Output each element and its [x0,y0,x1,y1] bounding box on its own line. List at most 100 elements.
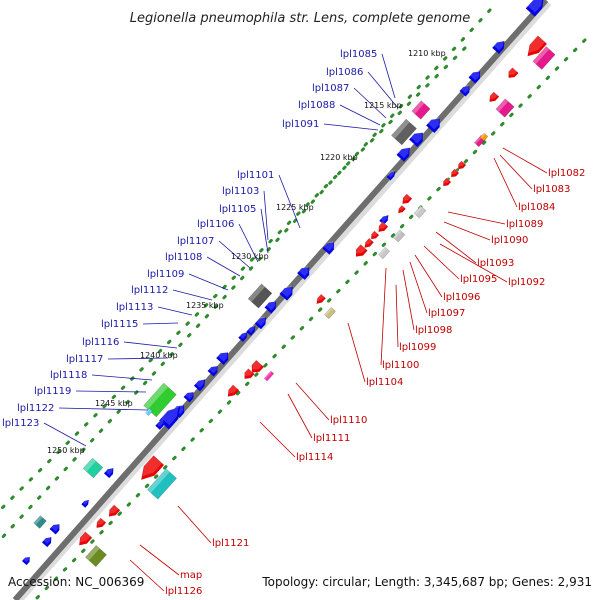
plus-strand-gene[interactable] [158,402,185,430]
gene-label-lpl1126[interactable]: lpl1126 [165,586,202,597]
gene-rna[interactable] [147,468,177,500]
gene-misc[interactable] [479,132,489,142]
gene-label-lpl1114[interactable]: lpl1114 [296,452,333,463]
plus-strand-gene[interactable] [459,82,473,97]
plus-strand-gene[interactable] [379,212,391,226]
plus-strand-gene[interactable] [296,263,313,281]
gene-rna[interactable] [411,100,431,120]
gene-label-lpl1105[interactable]: lpl1105 [219,204,256,215]
plus-strand-gene[interactable] [81,497,92,508]
plus-strand-gene[interactable] [468,68,484,84]
minus-strand-gene[interactable] [448,167,460,179]
plus-strand-gene[interactable] [155,417,167,431]
gene-label-lpl1106[interactable]: lpl1106 [197,219,234,230]
gene-label-lpl1111[interactable]: lpl1111 [313,433,350,444]
gene-label-lpl1122[interactable]: lpl1122 [17,403,54,414]
gene-label-lpl1084[interactable]: lpl1084 [518,202,555,213]
plus-strand-gene[interactable] [21,554,32,566]
gene-label-lpl1103[interactable]: lpl1103 [222,186,259,197]
plus-strand-gene[interactable] [41,534,54,548]
gene-misc[interactable] [145,408,153,416]
gene-label-lpl1112[interactable]: lpl1112 [131,285,168,296]
minus-strand-gene[interactable] [362,237,374,250]
gene-label-lpl1096[interactable]: lpl1096 [443,292,480,303]
gene-label-lpl1091[interactable]: lpl1091 [282,119,319,130]
gene-hypothetical[interactable] [413,205,427,219]
plus-strand-gene[interactable] [425,114,444,134]
minus-strand-gene[interactable] [241,367,255,381]
minus-strand-gene[interactable] [399,192,413,206]
minus-strand-gene[interactable] [505,66,519,80]
gene-hypothetical[interactable] [378,246,390,260]
gene-label-lpl1099[interactable]: lpl1099 [399,342,436,353]
plus-strand-gene[interactable] [491,37,508,55]
gene-label-lpl1082[interactable]: lpl1082 [548,168,585,179]
gene-pseudo[interactable] [247,283,273,309]
minus-strand-gene[interactable] [105,503,121,519]
plus-strand-gene[interactable] [408,128,427,148]
plus-strand-gene[interactable] [386,168,398,181]
plus-strand-gene[interactable] [193,376,208,392]
gene-label-lpl1092[interactable]: lpl1092 [508,277,545,288]
minus-strand-gene[interactable] [224,383,240,399]
minus-strand-gene[interactable] [75,530,93,548]
plus-strand-gene[interactable] [207,362,221,377]
gene-label-lpl1100[interactable]: lpl1100 [382,360,419,371]
plus-strand-gene[interactable] [264,298,280,314]
plus-strand-gene[interactable] [49,520,63,535]
gene-label-lpl1113[interactable]: lpl1113 [116,302,153,313]
plus-strand-gene[interactable] [246,323,258,337]
gene-label-lpl1090[interactable]: lpl1090 [491,235,528,246]
gene-label-lpl1104[interactable]: lpl1104 [366,377,403,388]
gene-hypothetical[interactable] [392,229,406,243]
minus-strand-gene[interactable] [368,229,380,241]
gene-label-lpl1087[interactable]: lpl1087 [312,83,349,94]
gene-rna[interactable] [33,515,47,529]
minus-strand-gene[interactable] [136,455,165,484]
gene-rna[interactable] [263,370,275,382]
plus-strand-gene[interactable] [525,0,548,17]
gene-label-lpl1116[interactable]: lpl1116 [82,337,119,348]
gene-rna[interactable] [82,457,104,479]
plus-strand-gene[interactable] [215,348,232,366]
minus-strand-gene[interactable] [314,293,326,306]
gene-label-lpl1095[interactable]: lpl1095 [460,274,497,285]
gene-rna[interactable] [532,46,556,70]
plus-strand-gene[interactable] [396,144,414,162]
gene-label-map[interactable]: map [180,570,202,581]
gene-label-lpl1097[interactable]: lpl1097 [428,308,465,319]
minus-strand-gene[interactable] [486,90,500,104]
minus-strand-gene[interactable] [248,359,265,376]
plus-strand-gene[interactable] [254,314,269,330]
gene-label-lpl1093[interactable]: lpl1093 [477,258,514,269]
gene-rna[interactable] [495,98,515,118]
gene-label-lpl1119[interactable]: lpl1119 [34,386,71,397]
plus-strand-gene[interactable] [322,239,338,255]
minus-strand-gene[interactable] [523,35,548,60]
plus-strand-gene[interactable] [183,388,197,403]
gene-label-lpl1086[interactable]: lpl1086 [326,67,363,78]
gene-label-lpl1098[interactable]: lpl1098 [415,325,452,336]
gene-label-lpl1101[interactable]: lpl1101 [237,170,274,181]
minus-strand-gene[interactable] [352,243,368,260]
plus-strand-gene[interactable] [238,329,250,343]
gene-label-lpl1088[interactable]: lpl1088 [298,100,335,111]
gene-label-lpl1107[interactable]: lpl1107 [177,236,214,247]
minus-strand-gene[interactable] [375,220,389,234]
minus-strand-gene[interactable] [440,176,452,188]
gene-label-lpl1109[interactable]: lpl1109 [147,269,184,280]
gene-label-lpl1083[interactable]: lpl1083 [533,184,570,195]
plus-strand-gene[interactable] [103,465,116,479]
gene-label-lpl1117[interactable]: lpl1117 [66,354,103,365]
gene-label-lpl1085[interactable]: lpl1085 [340,49,377,60]
gene-misc[interactable] [324,306,336,320]
gene-label-lpl1108[interactable]: lpl1108 [165,252,202,263]
gene-labels[interactable]: lpl1085 lpl1086 lpl1087 lpl1088 lpl1091 lpl11… [2,49,585,597]
gene-label-lpl1118[interactable]: lpl1118 [50,370,87,381]
minus-strand-gene[interactable] [396,203,407,215]
gene-label-lpl1121[interactable]: lpl1121 [212,538,249,549]
gene-label-lpl1115[interactable]: lpl1115 [101,319,138,330]
gene-misc[interactable] [85,545,107,567]
minus-strand-gene[interactable] [93,516,107,530]
gene-label-lpl1110[interactable]: lpl1110 [330,415,367,426]
